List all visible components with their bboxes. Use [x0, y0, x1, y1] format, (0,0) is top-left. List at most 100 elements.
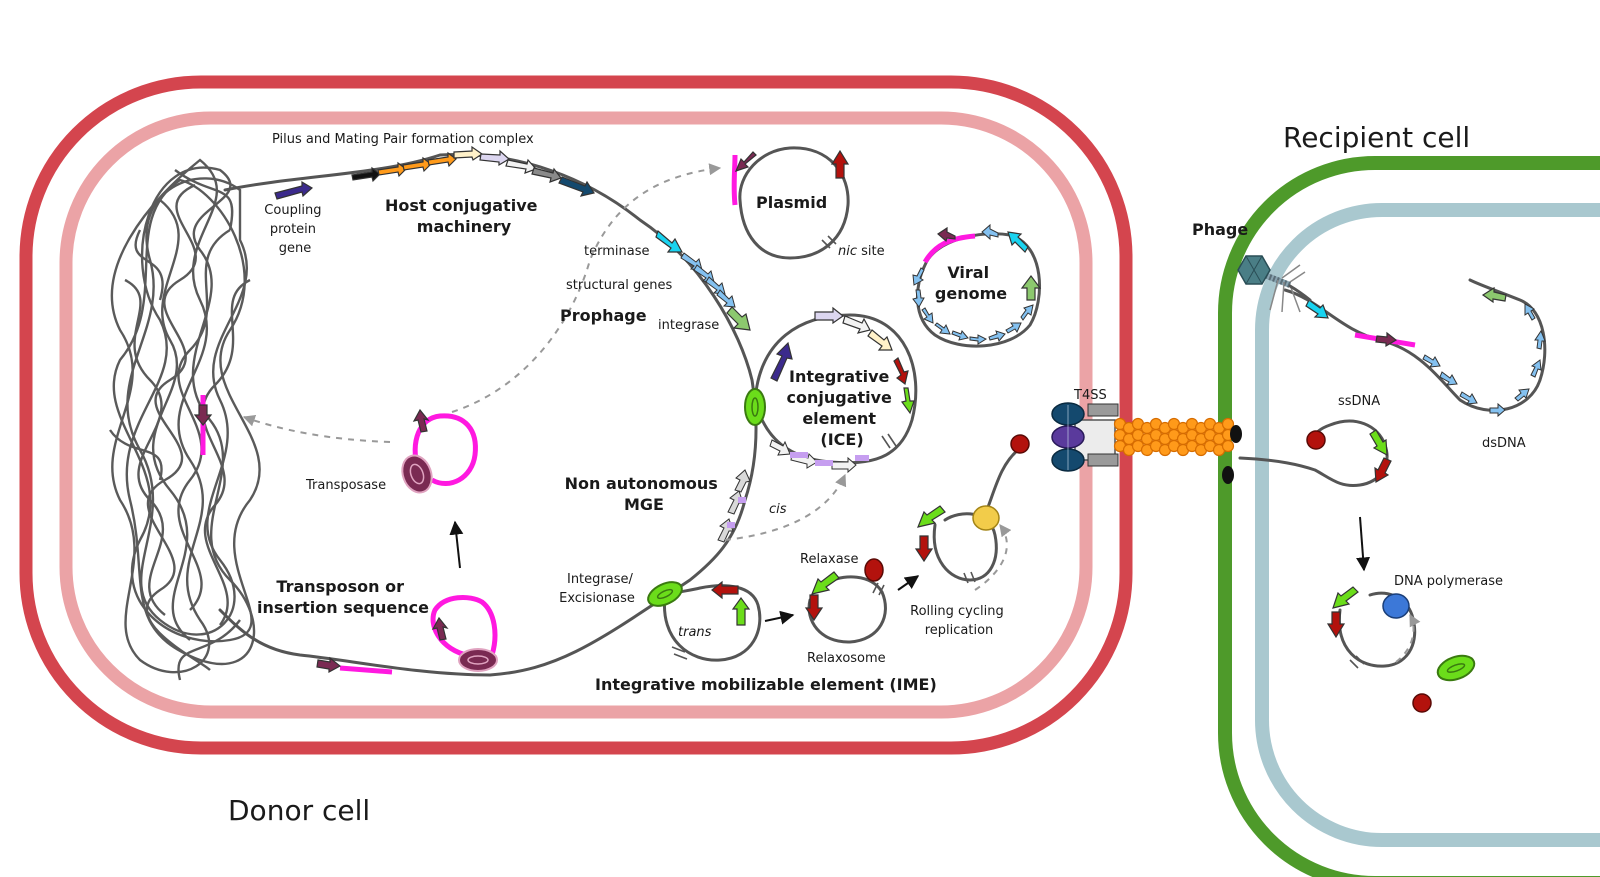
rolling-gene-red: [914, 535, 934, 563]
dashed-arrow-to-plasmid: [451, 163, 722, 413]
relaxosome: [804, 558, 887, 644]
text-labels: Donor cell Recipient cell Pilus and Mati…: [228, 121, 1526, 827]
terminase-label: terminase: [584, 244, 649, 259]
coupling-gene-label: Coupling protein gene: [264, 203, 325, 256]
ice-label: Integrative conjugative element (ICE): [787, 367, 898, 449]
recipient-cell-label: Recipient cell: [1283, 121, 1470, 154]
viral-genome: [912, 223, 1042, 348]
ice-element: [744, 306, 918, 474]
ice-gene-red: [893, 357, 909, 386]
gene-arrow-navy: [558, 176, 595, 197]
dsdna-gene-cyan: [1305, 299, 1329, 319]
transposon-circle-upper: [412, 413, 478, 487]
donor-inner-membrane: [59, 111, 1093, 719]
ime-label: Integrative mobilizable element (IME): [595, 675, 937, 694]
cis-label: cis: [769, 502, 787, 517]
plasmid-gene-maroon: [734, 151, 757, 172]
ice-gene-lavender: [814, 306, 845, 325]
viral-gene-maroon: [937, 226, 956, 243]
prophage-genes: [655, 229, 751, 331]
dashed-arrow-cis: [724, 473, 847, 541]
gene-arrow-orange-1: [377, 161, 407, 178]
plasmid-circle: [738, 146, 850, 260]
replication-gene-red: [1326, 611, 1346, 639]
viral-structural-arrows: [912, 223, 1034, 345]
viral-gene-cyan: [1007, 231, 1029, 253]
dna-polymerase-blob: [1382, 593, 1410, 619]
non-autonomous-mge-label: Non autonomous MGE: [565, 474, 724, 514]
ice-gene-white: [842, 315, 871, 334]
relaxase-label: Relaxase: [800, 552, 858, 567]
relaxosome-circle: [807, 575, 887, 644]
arrow-transposon-up: [449, 520, 464, 569]
prophage-integrase-arrow: [726, 306, 751, 331]
transposon-gene-lower: [431, 616, 449, 641]
ime-gene-green: [731, 596, 751, 626]
ime-gene-red: [711, 580, 739, 600]
gene-arrow-orange-2: [402, 156, 432, 173]
gene-arrow-black: [351, 166, 381, 183]
dsdna-gene-maroon: [1375, 331, 1398, 348]
dsdna-label: dsDNA: [1482, 436, 1526, 451]
ice-gene-green: [900, 387, 915, 415]
plasmid-gene-red: [830, 149, 850, 179]
gene-arrow-grey: [531, 167, 562, 183]
chromosome-insert-gene-2: [193, 404, 213, 426]
plasmid: [731, 146, 850, 260]
gene-arrow-cream: [453, 145, 484, 161]
trans-label: trans: [678, 625, 712, 640]
transposon-label: Transposon or insertion sequence: [257, 577, 429, 617]
free-integrase-oval: [1436, 654, 1476, 682]
terminase-gene-arrow: [655, 229, 684, 253]
integrase-excisionase-label: Integrase/ Excisionase: [559, 572, 637, 606]
ssdna-label: ssDNA: [1338, 394, 1380, 409]
dna-polymerase-label: DNA polymerase: [1394, 574, 1503, 589]
t4ss-label: T4SS: [1073, 388, 1107, 403]
prophage-label: Prophage: [560, 306, 647, 325]
gene-arrow-white: [505, 158, 538, 174]
free-relaxase-dot: [1412, 693, 1432, 713]
transposase-label: Transposase: [305, 478, 386, 493]
recipient-inner-membrane: [1255, 203, 1600, 847]
gene-arrow-orange-3: [427, 151, 457, 168]
viral-genome-circle: [916, 232, 1041, 348]
viral-genome-label: Viral genome: [935, 263, 1007, 303]
ime-integrase-oval: [647, 581, 683, 607]
dsdna-gene-green: [1481, 286, 1507, 304]
dashed-arrow-to-chromosome: [242, 415, 391, 443]
relaxase-dot: [864, 558, 884, 582]
rolling-gene-green: [917, 505, 946, 528]
transposase-oval-upper: [401, 454, 433, 494]
recipient-contents: [1238, 278, 1547, 713]
rolling-circle: [914, 434, 1030, 591]
rolling-replication-label: Rolling cycling replication: [910, 604, 1008, 638]
ime-element: [647, 580, 762, 662]
chromosome: [109, 158, 261, 681]
ime-circle: [662, 584, 762, 662]
flow-arrows: [242, 163, 1371, 625]
t4ss-complex[interactable]: [1051, 402, 1119, 472]
chromosome-insert-gene: [316, 656, 342, 674]
relaxosome-label: Relaxosome: [807, 651, 886, 666]
recipient-cell: [1218, 156, 1600, 877]
ice-gene-cream: [867, 329, 893, 351]
transposase-oval-lower: [458, 648, 498, 672]
coupling-protein-gene-arrow: [274, 180, 314, 200]
relaxosome-gene-red: [804, 594, 824, 622]
relaxosome-gene-green: [811, 571, 840, 595]
donor-cell: [19, 75, 1133, 755]
recipient-outer-membrane: [1218, 156, 1600, 877]
donor-cell-label: Donor cell: [228, 794, 370, 827]
ice-integrase-oval: [744, 388, 766, 426]
integrase-label: integrase: [658, 318, 719, 333]
ssdna-gene-red: [1374, 457, 1392, 484]
pilus: [1113, 417, 1242, 484]
host-machinery-label: Host conjugative machinery: [385, 196, 543, 236]
phage-label: Phage: [1192, 220, 1248, 239]
transposon-gene-upper: [412, 408, 430, 433]
gene-arrow-lavender: [479, 149, 511, 167]
nic-site-label: nic site: [838, 244, 885, 259]
rolling-yellow-protein: [972, 505, 1000, 531]
ssdna-gene-green: [1369, 429, 1388, 457]
